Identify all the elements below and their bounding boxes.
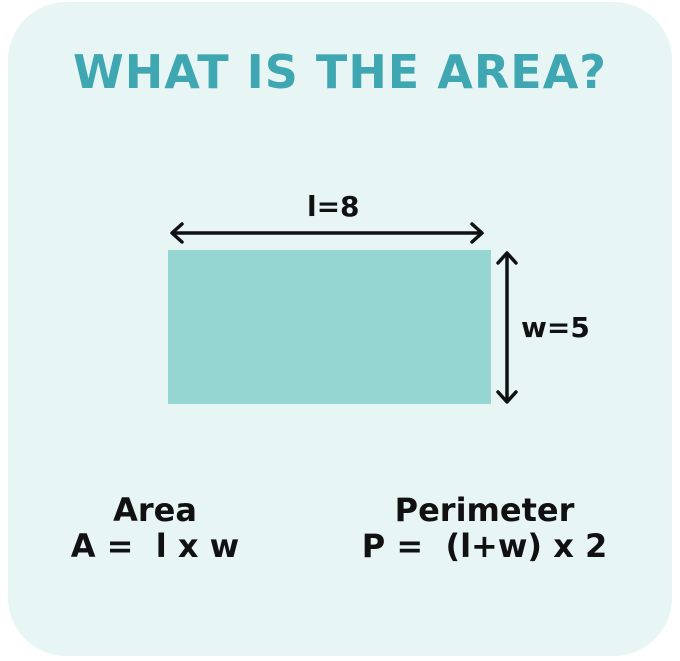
- rectangle-shape: [168, 250, 491, 404]
- area-formula: A = l x w: [70, 527, 240, 565]
- width-label: w=5: [521, 311, 590, 344]
- length-arrow: [170, 222, 484, 244]
- area-formula-block: Area A = l x w: [55, 492, 255, 564]
- perimeter-formula: P = (l+w) x 2: [361, 527, 608, 565]
- perimeter-formula-block: Perimeter P = (l+w) x 2: [352, 492, 617, 564]
- width-arrow: [496, 251, 518, 404]
- page-title: WHAT IS THE AREA?: [73, 45, 607, 99]
- length-label: l=8: [307, 190, 360, 223]
- area-heading: Area: [113, 491, 197, 529]
- perimeter-heading: Perimeter: [394, 491, 575, 529]
